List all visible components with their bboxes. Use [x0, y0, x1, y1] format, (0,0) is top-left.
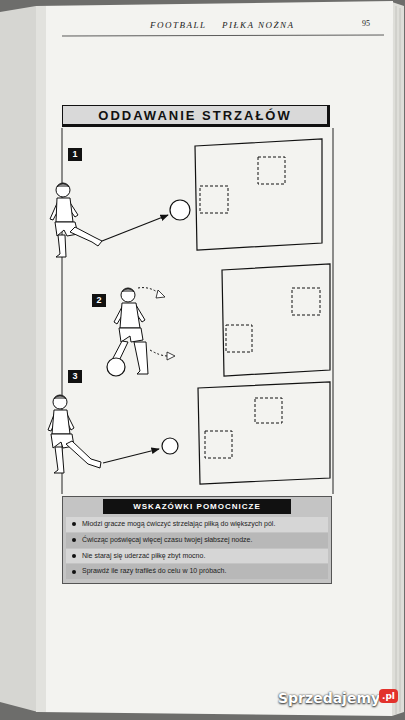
tip-text: Ćwicząc poświęcaj więcej czasu twojej sł… [82, 536, 252, 545]
left-page [0, 6, 38, 712]
ball [170, 200, 190, 220]
tip-row: Sprawdź ile razy trafiłeś do celu w 10 p… [66, 564, 328, 579]
tip-row: Młodzi gracze mogą ćwiczyć strzelając pi… [66, 517, 328, 532]
player-figure [48, 395, 101, 473]
goal-target [198, 382, 330, 484]
watermark-badge: .pl [379, 689, 398, 703]
bullet-dot [72, 554, 76, 558]
motion-arrow [138, 288, 160, 294]
bullet-dot [72, 522, 76, 526]
ball [162, 438, 178, 454]
player-figure [50, 183, 102, 257]
step-number: 2 [92, 294, 106, 307]
tip-row: Nie staraj się uderzać piłkę zbyt mocno. [66, 549, 328, 564]
tip-row: Ćwicząc poświęcaj więcej czasu twojej sł… [66, 533, 328, 548]
tip-text: Sprawdź ile razy trafiłeś do celu w 10 p… [82, 567, 226, 576]
frame-line [333, 128, 334, 494]
step-label: 2 [96, 296, 101, 305]
step-label: 1 [72, 150, 77, 159]
running-header: PIŁKA NOŻNA [222, 20, 295, 30]
shot-arrow [102, 215, 168, 241]
page-gutter [36, 6, 46, 712]
step-label: 3 [72, 372, 77, 381]
bullet-dot [72, 538, 76, 542]
tips-heading: WSKAZÓWKI POMOCNICZE [103, 499, 291, 514]
page-stack [392, 2, 404, 716]
page-number: 95 [362, 19, 370, 28]
goal-target [195, 139, 322, 250]
watermark: Sprzedajemy [278, 690, 380, 706]
header-rule [62, 35, 384, 36]
tip-text: Nie staraj się uderzać piłkę zbyt mocno. [82, 552, 205, 561]
shot-arrow [103, 449, 159, 463]
step-number: 3 [68, 370, 82, 383]
right-page [36, 1, 393, 716]
ball [107, 358, 125, 376]
bullet-dot [72, 570, 76, 574]
title-text: ODDAWANIE STRZAŁÓW [98, 108, 291, 123]
motion-arrow [150, 350, 168, 356]
tip-text: Młodzi gracze mogą ćwiczyć strzelając pi… [82, 520, 275, 529]
goal-target [222, 264, 330, 376]
tips-box: WSKAZÓWKI POMOCNICZE Młodzi gracze mogą ć… [62, 496, 332, 584]
running-header: FOOTBALL [150, 20, 207, 30]
title-band: ODDAWANIE STRZAŁÓW [62, 105, 330, 127]
step-number: 1 [68, 148, 82, 161]
